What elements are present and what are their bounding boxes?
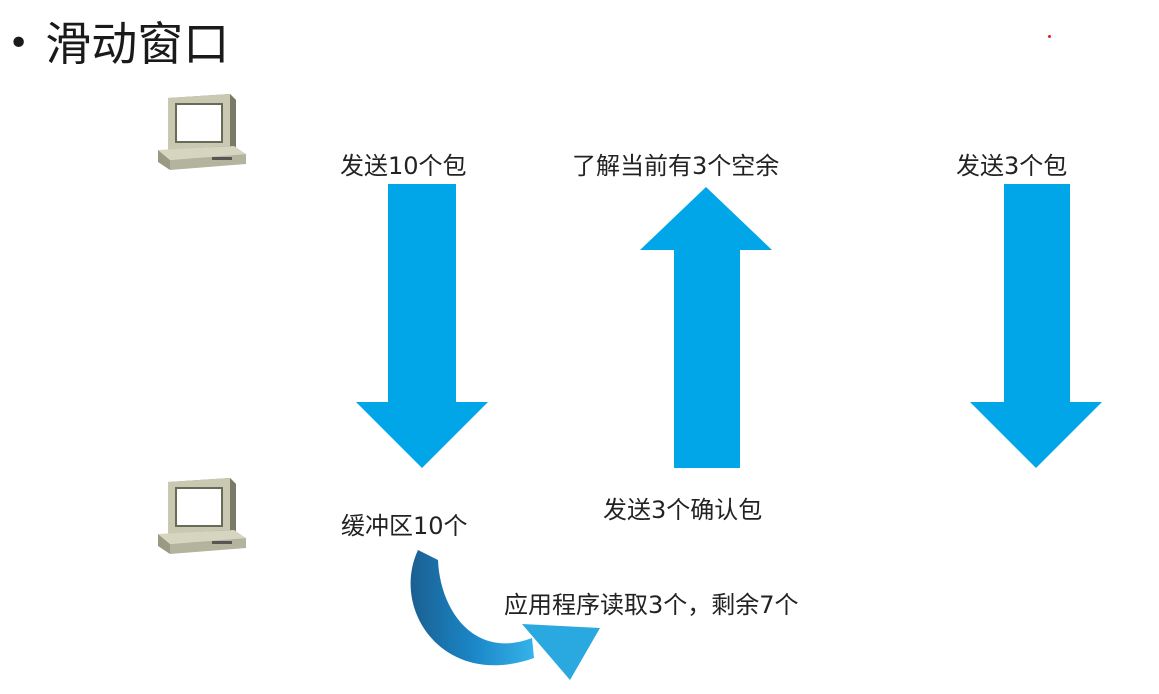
- down-arrow-2: [970, 184, 1102, 468]
- up-arrow: [640, 187, 772, 468]
- title-text: 滑动窗口: [45, 17, 230, 71]
- label-know-free: 了解当前有3个空余: [572, 152, 780, 180]
- label-send-ack: 发送3个确认包: [603, 496, 763, 524]
- sender-computer-icon: [158, 94, 246, 170]
- label-send-10: 发送10个包: [340, 152, 467, 180]
- label-send-3: 发送3个包: [956, 152, 1068, 180]
- red-dot-mark: [1048, 35, 1051, 38]
- receiver-computer-icon: [158, 478, 246, 554]
- page-title: • 滑动窗口: [8, 14, 229, 74]
- label-buffer: 缓冲区10个: [341, 512, 468, 540]
- curved-arrow: [410, 550, 600, 680]
- down-arrow-1: [356, 184, 488, 468]
- label-app-read: 应用程序读取3个，剩余7个: [504, 591, 799, 619]
- bullet-icon: •: [8, 23, 30, 64]
